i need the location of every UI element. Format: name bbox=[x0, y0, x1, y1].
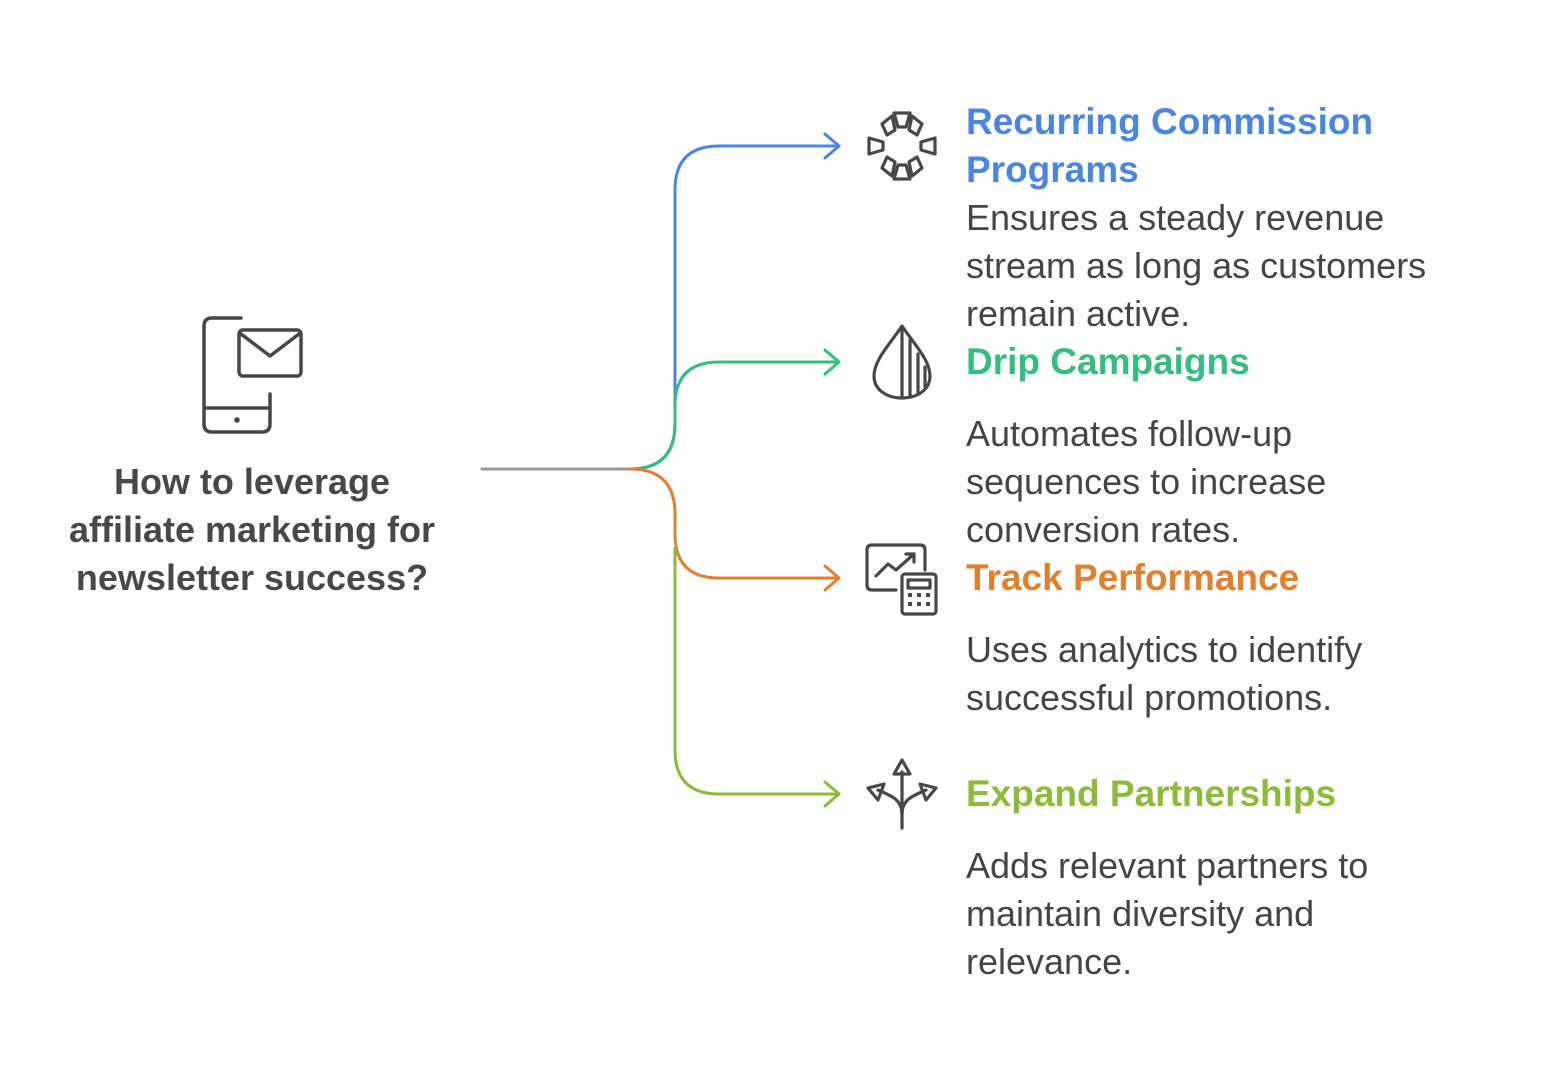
connector-recurring-commission bbox=[628, 144, 840, 471]
branch-desc-line: maintain diversity and bbox=[966, 893, 1315, 934]
branch-desc-track-performance: Uses analytics to identify successful pr… bbox=[966, 626, 1526, 722]
branch-desc-drip-campaigns: Automates follow-up sequences to increas… bbox=[966, 410, 1526, 554]
chart-calculator-icon bbox=[865, 543, 938, 616]
branch-desc-line: sequences to increase bbox=[966, 461, 1327, 502]
branch-title-expand-partnerships: Expand Partnerships bbox=[966, 770, 1336, 818]
branch-desc-line: relevance. bbox=[966, 941, 1133, 982]
arrowhead-expand-partnerships bbox=[823, 780, 841, 808]
connector-track-performance bbox=[628, 467, 840, 580]
branch-desc-line: Automates follow-up bbox=[966, 413, 1293, 454]
branch-desc-line: Ensures a steady revenue bbox=[966, 197, 1385, 238]
branch-desc-line: conversion rates. bbox=[966, 509, 1241, 550]
drop-icon bbox=[872, 324, 932, 400]
branch-title-line: Programs bbox=[966, 149, 1139, 190]
branch-desc-line: Adds relevant partners to bbox=[966, 845, 1369, 886]
branch-title-track-performance: Track Performance bbox=[966, 554, 1299, 602]
arrowhead-recurring-commission bbox=[823, 132, 841, 160]
split-arrows-icon bbox=[866, 758, 938, 830]
connector-drip-campaigns bbox=[628, 360, 840, 471]
branch-title-line: Track Performance bbox=[966, 557, 1300, 598]
root-question-line: How to leverage bbox=[113, 461, 391, 502]
root-question-line: newsletter success? bbox=[75, 557, 429, 598]
root-question-line: affiliate marketing for bbox=[68, 509, 436, 550]
smartphone-mail-icon bbox=[202, 316, 303, 434]
ring-segments-icon bbox=[867, 111, 937, 181]
connector-expand-partnerships bbox=[673, 546, 840, 796]
root-question: How to leverage affiliate marketing for … bbox=[40, 458, 464, 602]
branch-desc-recurring-commission: Ensures a steady revenue stream as long … bbox=[966, 194, 1526, 338]
branch-desc-line: remain active. bbox=[966, 293, 1191, 334]
branch-desc-line: Uses analytics to identify bbox=[966, 629, 1363, 670]
branch-title-line: Drip Campaigns bbox=[966, 341, 1250, 382]
branch-desc-expand-partnerships: Adds relevant partners to maintain diver… bbox=[966, 842, 1526, 986]
branch-title-drip-campaigns: Drip Campaigns bbox=[966, 338, 1250, 386]
branch-title-line: Recurring Commission bbox=[966, 101, 1374, 142]
branch-desc-line: successful promotions. bbox=[966, 677, 1333, 718]
arrowhead-drip-campaigns bbox=[823, 348, 841, 376]
branch-desc-line: stream as long as customers bbox=[966, 245, 1427, 286]
branch-title-line: Expand Partnerships bbox=[966, 773, 1337, 814]
arrowhead-track-performance bbox=[823, 564, 841, 592]
branch-title-recurring-commission: Recurring Commission Programs bbox=[966, 98, 1373, 194]
